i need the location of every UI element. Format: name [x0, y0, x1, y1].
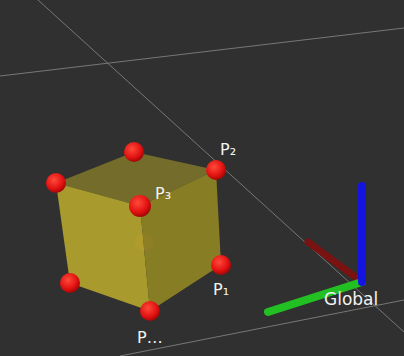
- corner-spheres: [46, 142, 231, 321]
- point-label: P₃: [155, 186, 171, 202]
- point-label: P₂: [220, 142, 236, 158]
- frame-label: Global: [324, 291, 378, 308]
- cube: [56, 152, 221, 311]
- point-label: P₁: [213, 282, 229, 298]
- point-label: P…: [137, 330, 163, 346]
